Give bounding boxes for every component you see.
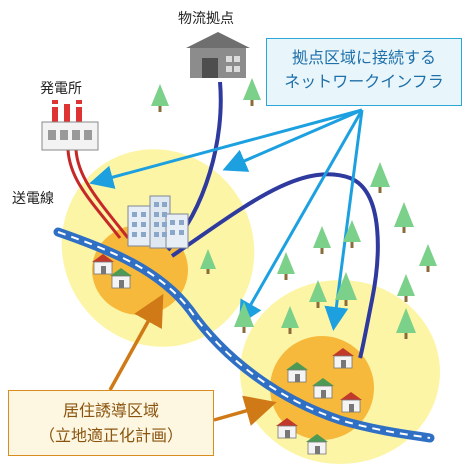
house-icon: [306, 434, 328, 455]
tree-icon: [397, 274, 415, 302]
tree-icon: [394, 202, 414, 233]
house-icon: [286, 362, 308, 383]
network-callout: 拠点区域に接続する ネットワークインフラ: [266, 38, 462, 106]
residence-arrows: [108, 293, 277, 426]
houses-urban: [92, 254, 132, 289]
house-icon: [110, 268, 132, 289]
network-callout-line2: ネットワークインフラ: [284, 72, 444, 91]
house-icon: [312, 378, 334, 399]
tree-icon: [234, 302, 254, 333]
logistics-label: 物流拠点: [178, 11, 234, 27]
power-plant-label: 発電所: [40, 81, 82, 97]
river: [53, 227, 435, 443]
tree-icon: [309, 280, 327, 308]
tree-icon: [419, 244, 437, 272]
building-icon: [127, 195, 189, 249]
house-icon: [332, 348, 354, 369]
houses-suburban: [276, 348, 362, 455]
tree-icon: [277, 252, 295, 280]
network-callout-line1: 拠点区域に接続する: [291, 48, 436, 67]
tree-icon: [343, 220, 361, 248]
house-icon: [276, 418, 298, 439]
tree-icon: [243, 78, 261, 106]
house-icon: [92, 254, 114, 275]
power-line-label: 送電線: [12, 191, 54, 207]
tree-icon: [335, 272, 357, 306]
tree-icon: [151, 84, 169, 112]
residence-callout: 居住誘導区域 （立地適正化計画）: [8, 390, 214, 456]
factory-icon: [41, 100, 99, 151]
tree-icon: [281, 306, 299, 334]
network-arrows: [89, 108, 364, 331]
trees: [151, 78, 437, 339]
tree-icon: [200, 249, 216, 274]
tree-icon: [370, 162, 390, 193]
warehouse-icon: [186, 32, 250, 78]
residence-callout-line2: （立地適正化計画）: [38, 426, 183, 445]
tree-icon: [396, 308, 416, 339]
residence-callout-line1: 居住誘導区域: [62, 401, 159, 420]
tree-icon: [313, 226, 331, 254]
power-line: [66, 149, 130, 239]
house-icon: [340, 392, 362, 413]
